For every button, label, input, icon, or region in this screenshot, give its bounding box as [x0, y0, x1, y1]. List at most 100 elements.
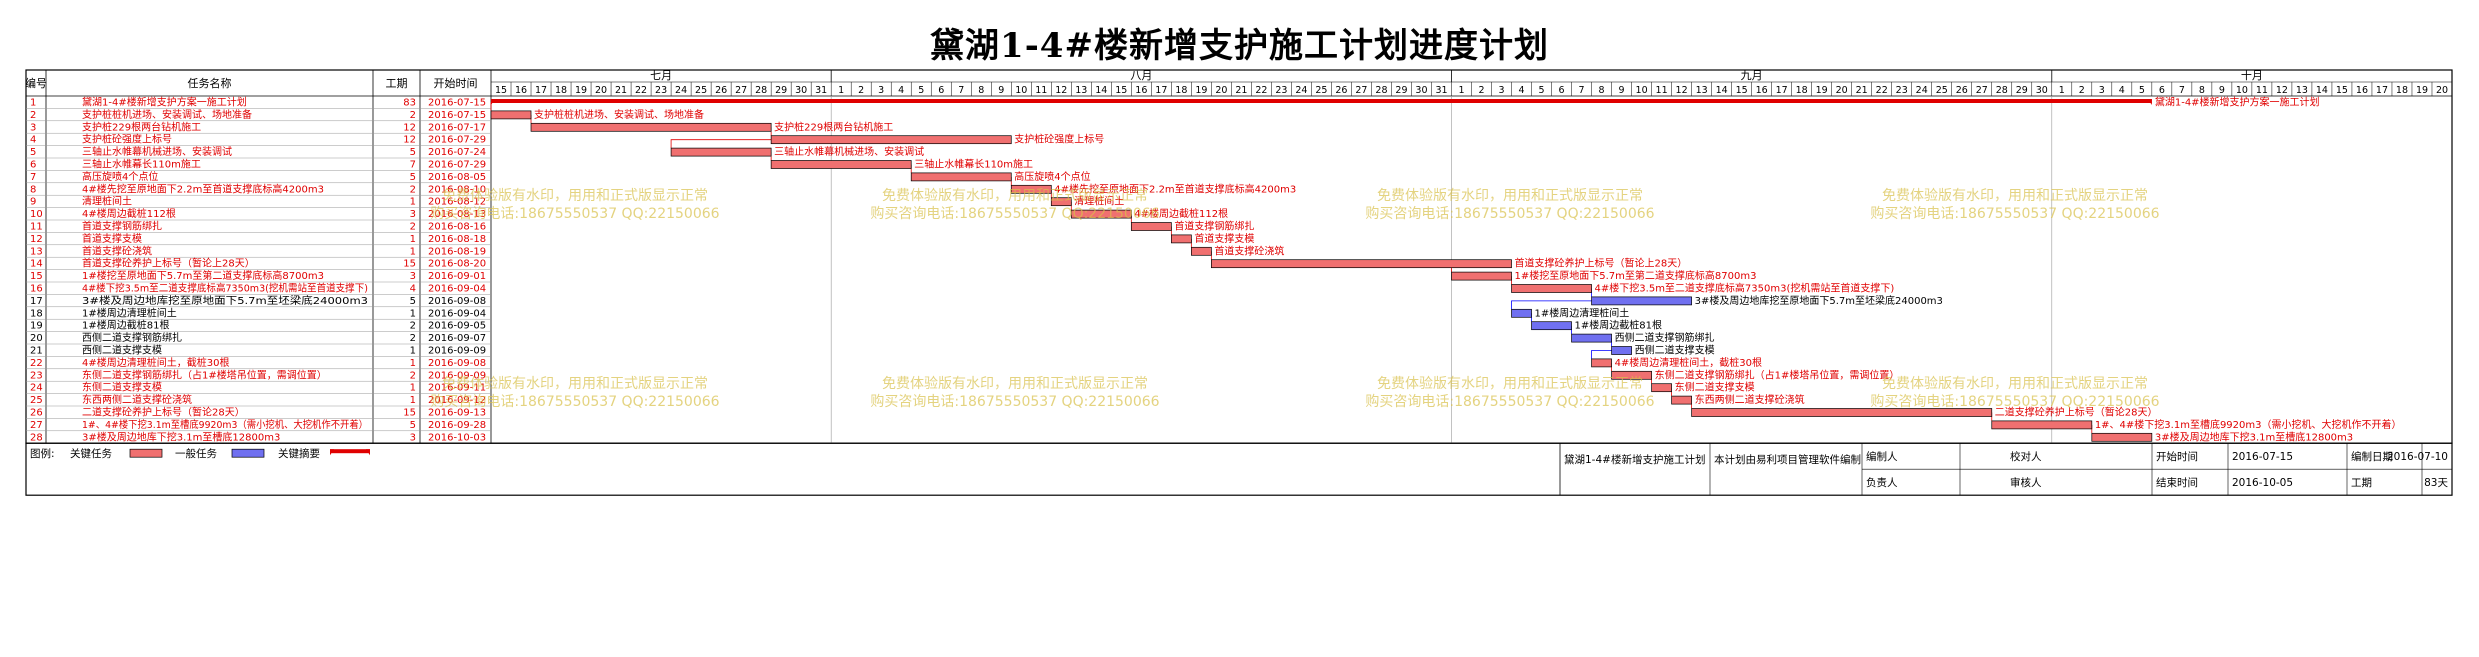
task-start: 2016-09-08 — [428, 358, 486, 369]
day-label: 28 — [1375, 85, 1387, 96]
header-start: 开始时间 — [434, 76, 478, 90]
day-label: 3 — [1498, 85, 1504, 96]
task-name: 4#楼周边清理桩间土，截桩30根 — [82, 356, 229, 369]
day-label: 19 — [575, 85, 587, 96]
task-duration: 15 — [403, 408, 416, 419]
task-id: 10 — [30, 209, 43, 220]
task-duration: 1 — [410, 197, 416, 208]
day-label: 2 — [2079, 85, 2085, 96]
task-duration: 12 — [403, 122, 416, 133]
bar-label: 西侧二道支撑钢筋绑扎 — [1615, 331, 1715, 344]
day-label: 30 — [1415, 85, 1427, 96]
day-label: 11 — [1656, 85, 1668, 96]
footer-start-label: 开始时间 — [2156, 450, 2198, 463]
task-duration: 15 — [403, 259, 416, 270]
task-id: 20 — [30, 333, 43, 344]
day-label: 25 — [1936, 85, 1948, 96]
bar-label: 3#楼及周边地库下挖3.1m至槽底12800m3 — [2155, 430, 2353, 443]
task-duration: 3 — [410, 209, 416, 220]
task-bars: 黛湖1-4#楼新增支护方案一施工计划支护桩桩机进场、安装调试、场地准备支护桩22… — [490, 96, 2402, 443]
task-bar — [1611, 346, 1632, 355]
task-duration: 5 — [410, 296, 416, 307]
bar-label: 三轴止水帷幕长110m施工 — [914, 158, 1033, 171]
task-bar — [1511, 308, 1532, 318]
chart-footer: 图例:关键任务一般任务关键摘要黛湖1-4#楼新增支护施工计划本计划由易利项目管理… — [25, 442, 2453, 496]
task-id: 1 — [30, 98, 36, 109]
task-bar — [2091, 432, 2153, 442]
task-name: 首道支撑支模 — [82, 232, 142, 245]
task-start: 2016-08-13 — [428, 209, 486, 220]
task-bar — [1691, 408, 1993, 417]
task-start: 2016-10-03 — [428, 432, 486, 443]
task-duration: 3 — [410, 432, 416, 443]
day-label: 15 — [1736, 85, 1748, 96]
summary-cap-right — [2147, 99, 2152, 105]
task-bar — [1591, 296, 1692, 306]
task-id: 24 — [30, 383, 43, 394]
task-name: 清理桩间土 — [82, 195, 132, 208]
watermark-line2: 购买咨询电话:18675550537 QQ:22150066 — [430, 394, 719, 410]
task-start: 2016-09-09 — [428, 346, 486, 357]
task-bar — [1170, 234, 1192, 244]
summary-cap-left — [491, 99, 495, 105]
day-label: 6 — [1559, 85, 1565, 96]
day-label: 11 — [2256, 85, 2268, 96]
task-bar — [1211, 259, 1512, 269]
watermark-line1: 免费体验版有水印，用用和正式版显示正常 — [1882, 188, 2148, 204]
task-id: 25 — [30, 395, 43, 406]
day-label: 5 — [918, 85, 924, 96]
legend-normal-label: 一般任务 — [175, 447, 217, 460]
day-label: 16 — [515, 85, 527, 96]
day-label: 17 — [2376, 85, 2388, 96]
bar-label: 4#楼先挖至原地面下2.2m至首道支撑底标高4200m3 — [1054, 182, 1296, 195]
task-id: 22 — [30, 358, 43, 369]
task-id: 5 — [30, 147, 36, 158]
task-start: 2016-07-17 — [428, 122, 486, 133]
task-name: 东侧二道支撑钢筋绑扎（占1#楼塔吊位置，需调位置） — [82, 368, 327, 381]
task-start: 2016-07-24 — [428, 147, 486, 158]
task-duration: 5 — [410, 172, 416, 183]
task-name: 1#楼周边截桩81根 — [82, 319, 169, 332]
task-start: 2016-08-18 — [428, 234, 486, 245]
watermark-line1: 免费体验版有水印，用用和正式版显示正常 — [1377, 376, 1643, 392]
day-label: 8 — [2199, 85, 2205, 96]
day-label: 20 — [1215, 85, 1227, 96]
task-name: 三轴止水帷幕机械进场、安装调试 — [82, 145, 232, 158]
bar-label: 东侧二道支撑钢筋绑扎（占1#楼塔吊位置，需调位置） — [1655, 368, 1900, 381]
task-id: 19 — [30, 321, 43, 332]
header-duration: 工期 — [386, 77, 408, 90]
header-name: 任务名称 — [188, 76, 232, 90]
task-name: 西侧二道支撑钢筋绑扎 — [82, 331, 182, 344]
task-duration: 1 — [410, 308, 416, 319]
task-start: 2016-08-10 — [428, 184, 486, 195]
day-label: 5 — [1539, 85, 1545, 96]
task-id: 3 — [30, 122, 36, 133]
bar-label: 高压旋喷4个点位 — [1014, 170, 1090, 183]
day-label: 7 — [1579, 85, 1585, 96]
day-label: 12 — [2276, 85, 2288, 96]
task-id: 14 — [30, 259, 43, 270]
day-label: 18 — [1175, 85, 1187, 96]
task-name: 三轴止水帷幕长110m施工 — [82, 158, 201, 171]
footer-software: 本计划由易利项目管理软件编制 — [1714, 453, 1861, 466]
task-start: 2016-07-15 — [428, 110, 486, 121]
task-id: 2 — [30, 110, 36, 121]
day-label: 21 — [615, 85, 627, 96]
day-label: 27 — [1976, 85, 1988, 96]
day-label: 18 — [2396, 85, 2408, 96]
header-num: 编号 — [25, 76, 47, 90]
task-id: 23 — [30, 370, 43, 381]
summary-bar — [491, 99, 2152, 103]
task-duration: 1 — [410, 346, 416, 357]
bar-label: 首道支撑钢筋绑扎 — [1174, 220, 1254, 233]
task-id: 15 — [30, 271, 43, 282]
task-duration: 3 — [410, 271, 416, 282]
footer-end-label: 结束时间 — [2156, 476, 2198, 489]
task-start: 2016-07-29 — [428, 135, 486, 146]
task-start: 2016-08-16 — [428, 222, 486, 233]
bar-label: 4#楼周边截桩112根 — [1134, 207, 1228, 220]
bar-label: 首道支撑支模 — [1194, 232, 1254, 245]
